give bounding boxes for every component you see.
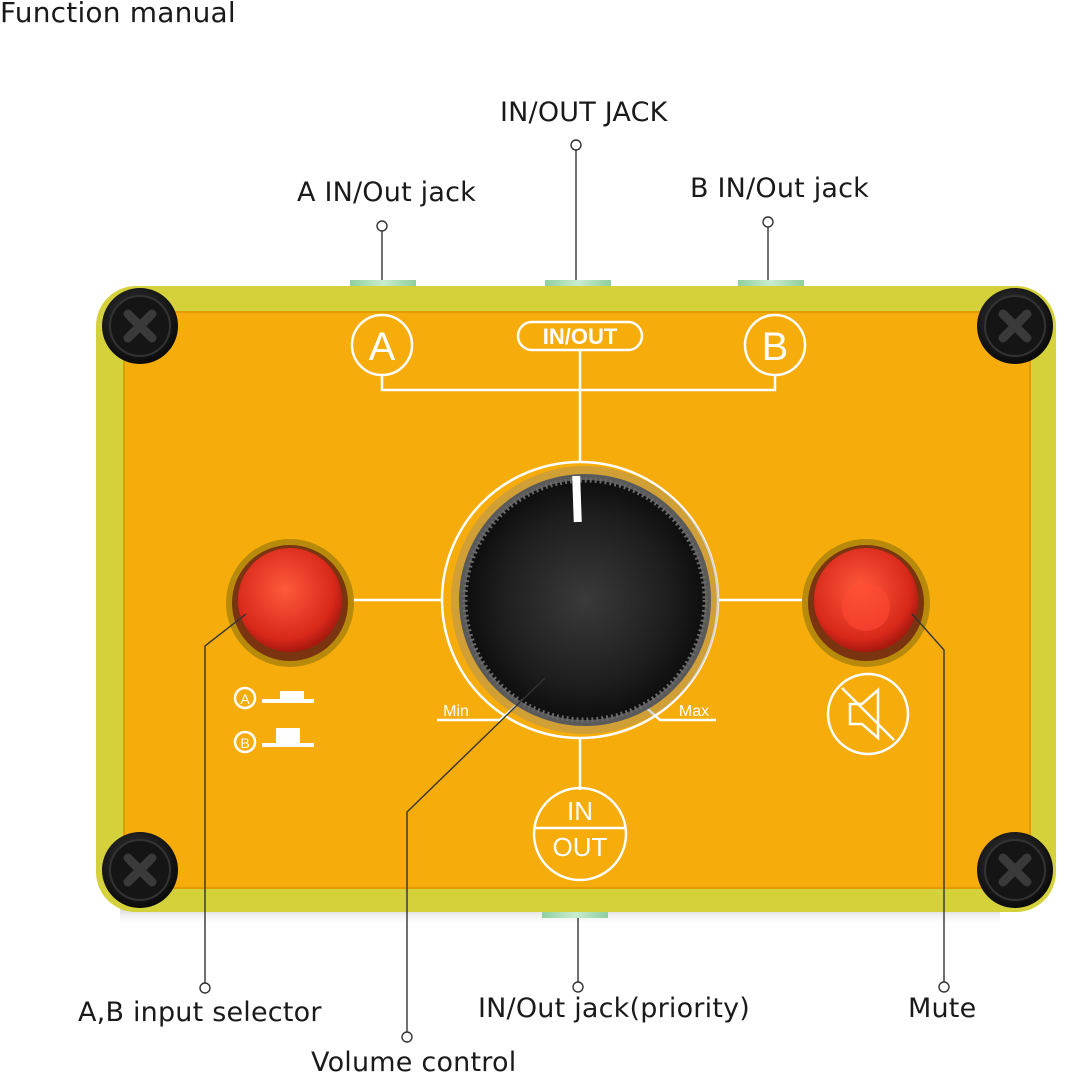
in-mark: IN bbox=[567, 796, 593, 826]
min-mark: Min bbox=[443, 703, 469, 720]
mute-speaker-icon bbox=[826, 672, 910, 756]
selector-b-mark: B bbox=[240, 735, 249, 751]
a-jack-label: A IN/Out jack bbox=[297, 177, 476, 208]
max-mark: Max bbox=[679, 703, 709, 720]
mute-label: Mute bbox=[908, 993, 977, 1024]
b-mark: B bbox=[762, 325, 789, 369]
ab-selector-button[interactable] bbox=[226, 539, 354, 667]
b-jack-label: B IN/Out jack bbox=[690, 173, 870, 204]
selector-a-mark: A bbox=[240, 691, 250, 707]
volume-knob[interactable] bbox=[451, 466, 719, 734]
in-out-mark: IN/OUT bbox=[543, 324, 618, 349]
page-title: Function manual bbox=[0, 0, 236, 29]
a-mark: A bbox=[369, 325, 396, 369]
selector-label: A,B input selector bbox=[78, 997, 322, 1028]
screw-icon bbox=[102, 288, 178, 364]
screw-icon bbox=[102, 832, 178, 908]
in-out-jack-label: IN/OUT JACK bbox=[500, 97, 668, 128]
screw-icon bbox=[977, 288, 1053, 364]
out-mark: OUT bbox=[553, 832, 608, 862]
priority-jack-label: IN/Out jack(priority) bbox=[478, 993, 751, 1024]
screw-icon bbox=[977, 832, 1053, 908]
volume-label: Volume control bbox=[311, 1047, 517, 1078]
mute-button[interactable] bbox=[802, 539, 930, 667]
